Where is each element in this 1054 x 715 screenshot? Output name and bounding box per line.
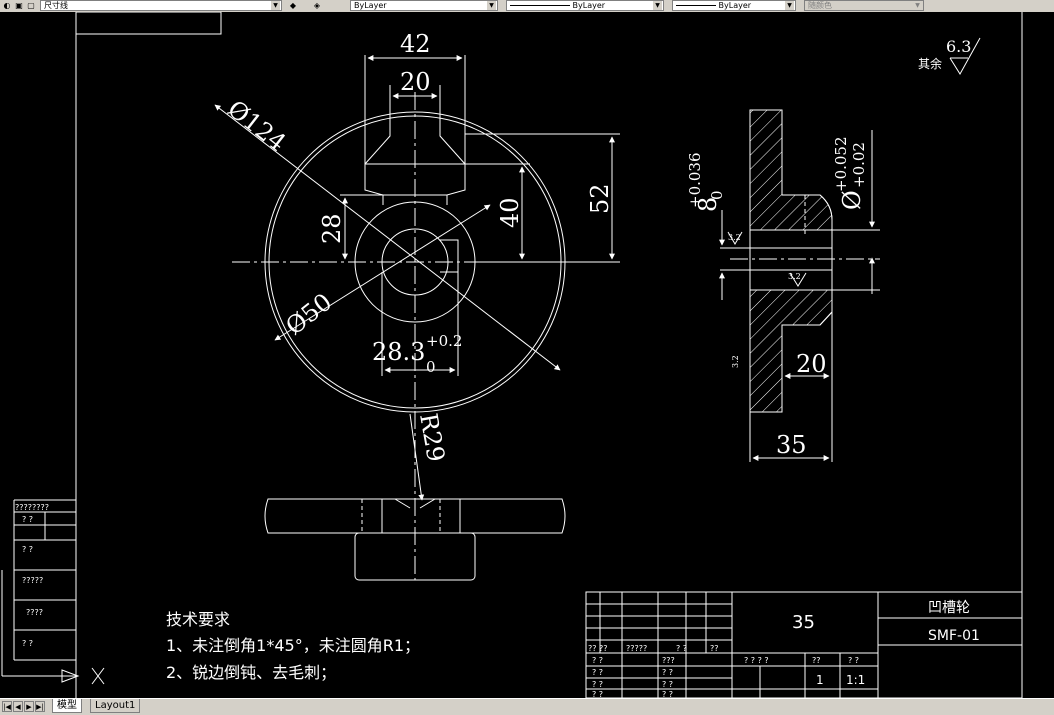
- dim-20-side: 20: [796, 350, 827, 378]
- dim-dia124: Ø124: [222, 95, 291, 157]
- bottom-view: [264, 498, 566, 581]
- linetype-value: ByLayer: [572, 1, 606, 10]
- roughness-note: 其余 6.3: [918, 37, 981, 75]
- ucs-icon: [1, 570, 105, 685]
- tb-cell: ? ?: [662, 690, 673, 698]
- side-view: [719, 109, 880, 462]
- drawing-frame: [75, 12, 1023, 698]
- side-dimension-text: 8 0 +0.036 Ø +0.052 +0.02 3.2 3.2 3.2 20…: [686, 136, 868, 459]
- chevron-down-icon[interactable]: ▼: [653, 1, 662, 10]
- layer-state-icon[interactable]: ▣: [15, 1, 23, 10]
- tb-cell: ??: [812, 656, 821, 665]
- tb-cell: ? ?: [662, 680, 673, 689]
- left-table-row: ? ?: [22, 639, 33, 648]
- chevron-down-icon[interactable]: ▼: [785, 1, 794, 10]
- dim-phi-upper: +0.052: [832, 136, 850, 192]
- tb-cell: ??: [710, 644, 719, 653]
- tb-cell: ? ?: [592, 680, 603, 689]
- dim-52: 52: [586, 183, 614, 214]
- chevron-down-icon[interactable]: ▼: [913, 1, 922, 10]
- dim-40: 40: [496, 197, 524, 228]
- roughness-3: 3.2: [731, 355, 740, 368]
- tb-cell: ?????: [626, 644, 647, 653]
- line-sample: [510, 5, 570, 6]
- drawing-canvas[interactable]: ???????? ? ? ? ? ????? ???? ? ?: [0, 12, 1054, 698]
- properties-toolbar: ◐ ▣ ▢ 尺寸线 ▼ ◆ ◈ ByLayer ▼ ByLayer ▼ ByLa…: [0, 0, 1054, 13]
- dim-283-upper: +0.2: [426, 332, 462, 350]
- drawing-number: SMF-01: [928, 628, 980, 644]
- tb-cell: ? ?: [592, 690, 603, 698]
- dim-28: 28: [318, 213, 346, 244]
- dim-8-upper: +0.036: [686, 152, 704, 208]
- chevron-down-icon[interactable]: ▼: [271, 1, 280, 10]
- color-value: 随颜色: [808, 1, 832, 10]
- tab-model[interactable]: 模型: [52, 699, 82, 713]
- tab-layout1[interactable]: Layout1: [90, 699, 141, 713]
- front-view: [232, 88, 600, 580]
- lock-icon[interactable]: ▢: [27, 1, 35, 10]
- line-sample: [676, 5, 716, 6]
- linetype-dropdown[interactable]: ByLayer ▼: [506, 0, 664, 11]
- drawing-svg: ???????? ? ? ? ? ????? ???? ? ?: [1, 12, 1023, 698]
- tech-line-2: 2、锐边倒钝、去毛刺；: [166, 663, 336, 682]
- material: 35: [792, 612, 815, 633]
- dim-8: 8: [694, 197, 722, 212]
- title-block-text: 35 凹槽轮 SMF-01 1 1:1 ?? ?? ????? ? ? ?? ?…: [588, 600, 980, 698]
- chevron-down-icon[interactable]: ▼: [487, 1, 496, 10]
- left-table-row: ?????: [22, 576, 43, 585]
- tb-cell: ? ? ? ?: [744, 656, 769, 665]
- last-tab-icon[interactable]: ▶|: [35, 701, 45, 712]
- layer-icon[interactable]: ◐: [3, 1, 11, 10]
- tech-line-1: 1、未注倒角1*45°，未注圆角R1；: [166, 636, 420, 655]
- dim-283-lower: 0: [426, 358, 436, 376]
- layout-tab-bar: |◀ ◀ ▶ ▶| 模型 Layout1: [0, 698, 1054, 715]
- dimstyle-value: 尺寸线: [44, 1, 68, 10]
- tech-title: 技术要求: [166, 610, 230, 629]
- title-block: [585, 591, 1023, 698]
- roughness-label: 其余: [918, 56, 942, 71]
- tb-cell: ?? ??: [588, 644, 608, 653]
- roughness-value: 6.3: [946, 37, 971, 56]
- dim-35: 35: [776, 431, 807, 459]
- left-table-row: ????????: [15, 503, 49, 512]
- roughness-1: 3.2: [728, 233, 741, 242]
- roughness-2: 3.2: [788, 272, 801, 281]
- dim-8-lower: 0: [708, 190, 726, 200]
- layer-value: ByLayer: [354, 1, 387, 10]
- lineweight-value: ByLayer: [718, 1, 752, 10]
- dim-phi-lower: +0.02: [850, 142, 868, 188]
- dim-42: 42: [400, 30, 431, 58]
- dim-283: 28.3: [372, 338, 425, 366]
- dim-dia50: Ø50: [280, 288, 337, 341]
- tb-cell: ? ?: [592, 656, 603, 665]
- front-dimension-text: 42 20 Ø124 52 40 28 Ø50 28.3 0 +0.2 R29: [222, 30, 614, 464]
- left-table-row: ????: [26, 608, 43, 617]
- tb-cell: ? ?: [848, 656, 859, 665]
- color-dropdown[interactable]: 随颜色 ▼: [804, 0, 924, 11]
- tb-cell: ? ?: [676, 644, 687, 653]
- scale: 1:1: [846, 673, 865, 687]
- tb-cell: ? ?: [592, 668, 603, 677]
- layer-previous-icon[interactable]: ◈: [313, 1, 321, 10]
- first-tab-icon[interactable]: |◀: [2, 701, 12, 712]
- prev-tab-icon[interactable]: ◀: [13, 701, 23, 712]
- dim-r29: R29: [414, 411, 450, 464]
- left-table-row: ? ?: [22, 515, 33, 524]
- layer-dropdown[interactable]: ByLayer ▼: [350, 0, 498, 11]
- tb-cell: ? ?: [662, 668, 673, 677]
- front-dimensions: [214, 55, 620, 501]
- make-current-icon[interactable]: ◆: [289, 1, 297, 10]
- left-table: [13, 499, 76, 661]
- left-table-text: ???????? ? ? ? ? ????? ???? ? ?: [15, 503, 49, 648]
- tech-requirements: 技术要求 1、未注倒角1*45°，未注圆角R1； 2、锐边倒钝、去毛刺；: [166, 610, 420, 682]
- tb-cell: ???: [662, 656, 675, 665]
- lineweight-dropdown[interactable]: ByLayer ▼: [672, 0, 796, 11]
- next-tab-icon[interactable]: ▶: [24, 701, 34, 712]
- dimstyle-dropdown[interactable]: 尺寸线 ▼: [40, 0, 282, 11]
- part-name: 凹槽轮: [928, 600, 970, 616]
- dim-phi: Ø: [838, 190, 866, 210]
- quantity: 1: [816, 673, 824, 687]
- dim-20-top: 20: [400, 68, 431, 96]
- left-table-row: ? ?: [22, 545, 33, 554]
